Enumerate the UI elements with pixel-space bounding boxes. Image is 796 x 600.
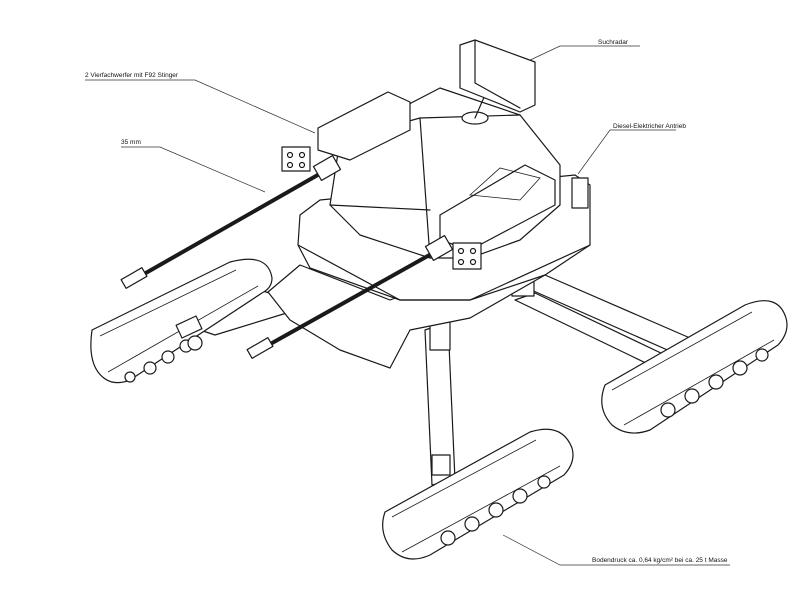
leader-radar <box>525 45 640 63</box>
gun-left <box>120 154 342 289</box>
gun-right <box>246 234 454 359</box>
rear-legs <box>424 274 691 486</box>
leader-gun <box>121 146 266 193</box>
launcher-tubes-left <box>281 146 311 172</box>
left-track-assembly <box>90 258 291 384</box>
left-track <box>90 258 273 384</box>
leader-lines <box>85 45 730 566</box>
leader-drive <box>577 129 676 175</box>
launcher-tubes-right <box>452 242 482 270</box>
gun-right-muzzle <box>246 337 274 359</box>
annotations: Suchradar 2 Vierfachwerfer mit F92 Sting… <box>85 39 728 564</box>
gun-left-muzzle <box>120 267 148 289</box>
launcher-pod-left <box>317 91 411 161</box>
turret <box>281 87 561 270</box>
label-ground-pressure: Bodendruck ca. 0,64 kg/cm² bei ca. 25 t … <box>592 557 728 564</box>
front-road-wheels <box>440 475 551 546</box>
rear-leg-joint-bottom <box>431 454 451 476</box>
right-road-wheels <box>660 348 769 418</box>
label-gun: 35 mm <box>121 139 141 146</box>
drive-housing <box>571 177 589 209</box>
leader-ground-pressure <box>502 534 730 566</box>
leader-launcher <box>85 79 316 134</box>
label-launcher: 2 Vierfachwerfer mit F92 Stinger <box>85 72 179 79</box>
right-track <box>601 300 788 434</box>
left-joint <box>175 315 203 339</box>
front-track-assembly <box>382 428 574 560</box>
label-radar: Suchradar <box>598 39 629 46</box>
search-radar <box>459 39 536 125</box>
right-track-assembly <box>601 300 788 434</box>
label-drive: Diesel-Elektricher Antrieb <box>613 123 686 130</box>
front-track <box>382 428 574 560</box>
